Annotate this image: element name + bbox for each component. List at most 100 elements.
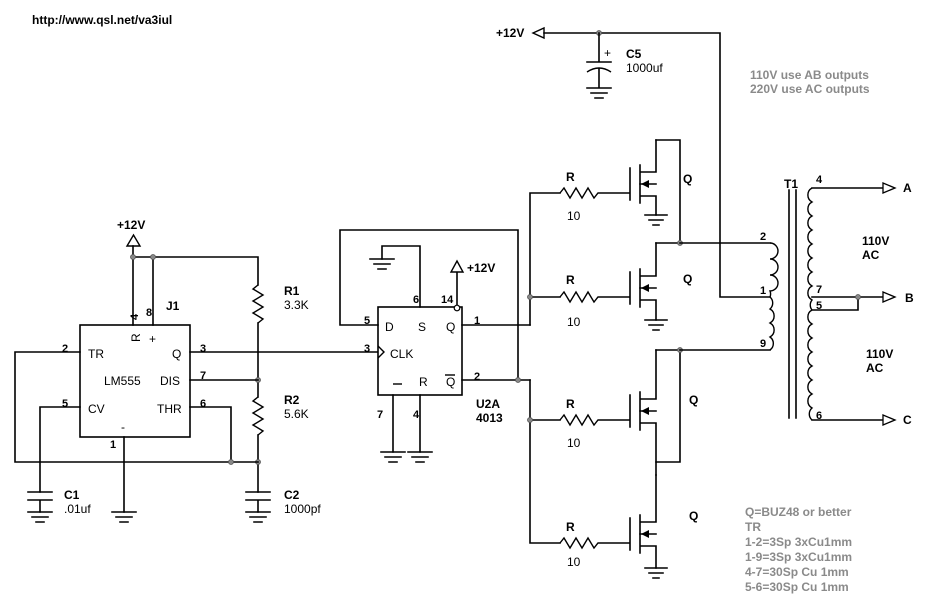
resistor-r1 bbox=[251, 284, 265, 324]
gate-r1-ref: R bbox=[566, 170, 575, 184]
pin-label-thr: THR bbox=[157, 402, 182, 416]
supply-label-555: +12V bbox=[117, 218, 145, 232]
note-tr: TR bbox=[745, 520, 761, 534]
t1-ref: T1 bbox=[784, 177, 798, 191]
timer-pin-4: 4 bbox=[129, 313, 141, 320]
capacitor-c1 bbox=[27, 491, 53, 523]
output-a-label: A bbox=[903, 181, 912, 195]
capacitor-c2 bbox=[245, 491, 271, 523]
gate-r1-value: 10 bbox=[567, 209, 581, 223]
q4-label: Q bbox=[689, 509, 698, 523]
mosfet-q1 bbox=[629, 139, 668, 226]
q1-label: Q bbox=[683, 172, 692, 186]
t1-pin-5: 5 bbox=[816, 300, 822, 312]
t1-pin-4: 4 bbox=[816, 174, 823, 186]
ff-label-qbar: Q bbox=[446, 375, 455, 389]
gate-resistor-4 bbox=[559, 536, 630, 550]
ff-label-s: S bbox=[418, 320, 426, 334]
gate-resistor-2 bbox=[559, 290, 630, 304]
output-c-label: C bbox=[903, 413, 912, 427]
c1-value: .01uf bbox=[64, 502, 91, 516]
source-url: http://www.qsl.net/va3iul bbox=[32, 13, 172, 27]
supply-arrow-ff bbox=[449, 259, 465, 273]
supply-label-main: +12V bbox=[496, 26, 524, 40]
gate-r3-ref: R bbox=[566, 397, 575, 411]
output-arrow-b bbox=[882, 291, 897, 303]
ff-ref: U2A bbox=[476, 397, 500, 411]
pin-label-cv: CV bbox=[88, 402, 105, 416]
t1-pin-9: 9 bbox=[760, 338, 766, 350]
note-110v: 110V use AB outputs bbox=[750, 68, 869, 82]
lower-ac-voltage: 110V bbox=[866, 347, 893, 361]
r2-ref: R2 bbox=[284, 393, 300, 407]
ff-pin-3: 3 bbox=[364, 343, 370, 355]
note-winding-1-2: 1-2=3Sp 3xCu1mm bbox=[745, 535, 852, 549]
ff-pin-2: 2 bbox=[474, 371, 480, 383]
r2-value: 5.6K bbox=[284, 407, 309, 421]
note-mosfet: Q=BUZ48 or better bbox=[745, 505, 852, 519]
gate-r3-value: 10 bbox=[567, 436, 581, 450]
supply-arrow-main bbox=[531, 26, 545, 40]
t1-pin-2: 2 bbox=[760, 231, 766, 243]
mosfet-q4 bbox=[629, 474, 668, 579]
resistor-r2 bbox=[251, 396, 265, 436]
pin-label-q: Q bbox=[172, 347, 181, 361]
note-winding-4-7: 4-7=30Sp Cu 1mm bbox=[745, 565, 849, 579]
gate-resistor-1 bbox=[559, 186, 630, 200]
output-b-label: B bbox=[905, 291, 914, 305]
note-winding-5-6: 5-6=30Sp Cu 1mm bbox=[745, 580, 849, 594]
gate-r2-ref: R bbox=[566, 273, 575, 287]
timer-pin-5: 5 bbox=[62, 398, 68, 410]
timer-ref: J1 bbox=[166, 299, 180, 313]
gate-resistor-3 bbox=[559, 413, 630, 427]
q2-label: Q bbox=[683, 272, 692, 286]
output-arrow-a bbox=[882, 182, 897, 194]
pin-label-tr: TR bbox=[88, 347, 104, 361]
timer-pin-1: 1 bbox=[110, 439, 116, 451]
ff-pin-14: 14 bbox=[441, 294, 454, 306]
ff-pin-6: 6 bbox=[413, 294, 419, 306]
ff-pin-4: 4 bbox=[413, 409, 420, 421]
ff-label-q: Q bbox=[446, 320, 455, 334]
lower-ac-label: AC bbox=[866, 361, 884, 375]
c1-ref: C1 bbox=[64, 488, 80, 502]
c2-value: 1000pf bbox=[284, 502, 321, 516]
ff-label-r: R bbox=[419, 375, 428, 389]
ff-pin-7: 7 bbox=[377, 409, 383, 421]
supply-arrow-555 bbox=[125, 233, 142, 247]
c2-ref: C2 bbox=[284, 488, 300, 502]
output-arrow-c bbox=[882, 414, 897, 426]
ff-label-d: D bbox=[385, 320, 394, 334]
mosfet-q3 bbox=[629, 349, 657, 463]
q3-label: Q bbox=[689, 393, 698, 407]
lm555-timer: TR Q LM555 DIS CV THR R + - bbox=[79, 324, 191, 438]
gate-r4-ref: R bbox=[566, 520, 575, 534]
note-winding-1-9: 1-9=3Sp 3xCu1mm bbox=[745, 550, 852, 564]
supply-label-ff: +12V bbox=[467, 261, 495, 275]
pin-label-minus: - bbox=[121, 420, 125, 434]
gate-r2-value: 10 bbox=[567, 315, 581, 329]
r1-value: 3.3K bbox=[284, 298, 309, 312]
note-220v: 220V use AC outputs bbox=[750, 82, 870, 96]
timer-pin-7: 7 bbox=[200, 370, 206, 382]
r1-ref: R1 bbox=[284, 284, 300, 298]
ff-part: 4013 bbox=[476, 411, 503, 425]
gate-r4-value: 10 bbox=[567, 555, 581, 569]
t1-pin-1: 1 bbox=[760, 285, 766, 297]
pin-label-plus: + bbox=[149, 332, 156, 346]
transformer-t1 bbox=[768, 187, 814, 421]
upper-ac-voltage: 110V bbox=[862, 234, 889, 248]
c5-polarity: + bbox=[604, 46, 611, 60]
c5-ref: C5 bbox=[626, 47, 642, 61]
timer-pin-2: 2 bbox=[62, 343, 68, 355]
t1-pin-6: 6 bbox=[816, 410, 822, 422]
timer-pin-3: 3 bbox=[200, 343, 206, 355]
pin-label-dis: DIS bbox=[160, 374, 180, 388]
capacitor-c5 bbox=[586, 32, 612, 99]
ff-pin-1: 1 bbox=[474, 315, 480, 327]
t1-pin-7: 7 bbox=[816, 284, 822, 296]
timer-pin-8: 8 bbox=[146, 307, 152, 319]
flipflop-4013: D S Q CLK R Q bbox=[377, 306, 463, 396]
pin-label-r: R bbox=[129, 333, 143, 342]
